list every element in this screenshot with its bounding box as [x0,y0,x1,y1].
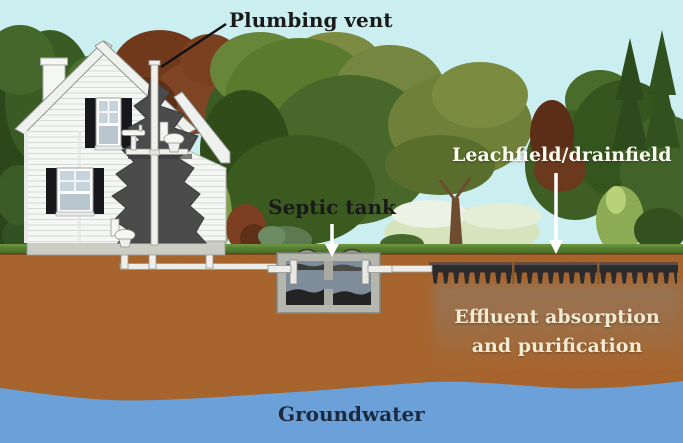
plumbing-cutaway [111,79,208,244]
tank-baffle-wall [324,261,333,280]
leader-line-icon [160,22,227,69]
absorption-zone [433,284,683,368]
drainfield-chambers [429,262,678,284]
house [14,40,231,256]
septic-tank [267,248,393,314]
leachfield-down-arrow-icon [549,173,563,254]
conifer-trees [612,30,680,150]
upper-window [85,97,132,151]
sink [121,124,146,151]
vent-pipe [148,60,161,246]
tank-sludge [286,289,324,305]
downstairs-toilet [110,218,136,248]
septic-tank-down-arrow-icon [325,224,339,257]
tree-trunk [438,177,472,252]
lower-window [46,167,104,217]
upstairs-toilet [159,121,185,153]
